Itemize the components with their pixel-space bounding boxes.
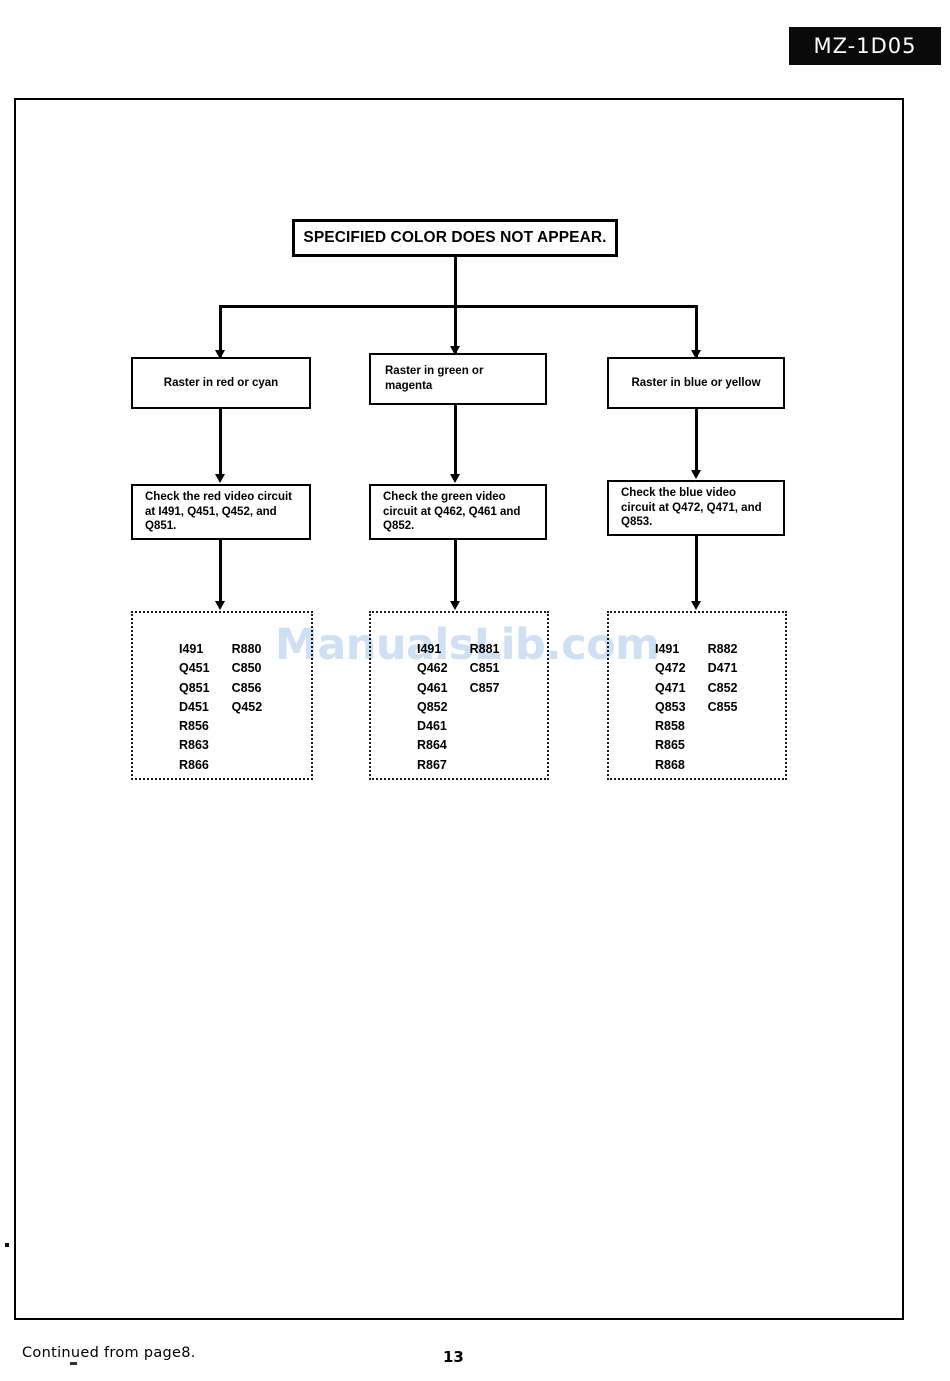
page-speck-secondary [70,1362,77,1365]
arrow-to-parts-right [691,601,701,610]
parts-list-item: Q452 [231,699,263,714]
parts-list-item: D471 [707,661,738,676]
parts-list-item: C857 [469,680,500,695]
watermark: ManualsLib.com [275,620,660,670]
connector-check-parts-middle [454,540,457,602]
parts-list-item: I491 [417,642,442,656]
parts-list-item: Q471 [655,680,686,695]
action-label-red: Check the red video circuit at I491, Q45… [145,490,292,533]
action-box-red: Check the red video circuit at I491, Q45… [131,484,311,540]
connector-cond-check-middle [454,405,457,475]
connector-check-parts-right [695,536,698,602]
parts-list-item: R881 [469,642,500,656]
parts-list-item: R882 [707,642,738,656]
arrow-to-check-middle [450,474,460,483]
parts-list-item: Q472 [655,661,686,676]
action-label-green: Check the green video circuit at Q462, Q… [383,490,521,533]
parts-list-item: Q451 [179,661,210,676]
parts-list-item: R880 [231,642,262,656]
page-speck [5,1243,9,1247]
parts-list-item: R867 [417,757,447,772]
parts-list-item: R858 [655,719,685,733]
condition-label-blue-yellow: Raster in blue or yellow [631,376,761,389]
parts-list-item: R865 [655,738,685,753]
page-border [14,98,904,1320]
footer-page-number: 13 [443,1348,464,1366]
connector-trunk [454,257,457,305]
parts-list-item: R863 [179,738,209,753]
parts-list-item: C852 [707,680,738,695]
parts-list-item: Q462 [417,661,448,676]
connector-check-parts-left [219,540,222,602]
parts-list-item: R866 [179,757,209,772]
flowchart-title-box: SPECIFIED COLOR DOES NOT APPEAR. [292,219,618,257]
parts-list-item: R864 [417,738,447,753]
parts-list-item: Q851 [179,680,210,695]
arrow-to-condition-left [215,350,225,359]
parts-list-item: Q853 [655,699,686,714]
parts-list-item: D451 [179,699,209,714]
model-number-badge: MZ-1D05 [789,27,941,65]
connector-drop-middle [454,305,457,353]
parts-list-item: Q461 [417,680,448,695]
condition-box-red-cyan: Raster in red or cyan [131,357,311,409]
connector-cond-check-left [219,409,222,475]
arrow-to-check-right [691,470,701,479]
parts-list-item: C850 [231,661,262,676]
parts-list-item: C851 [469,661,500,676]
parts-list-item: D461 [417,719,447,733]
connector-drop-right [695,305,698,357]
condition-label-green-magenta: Raster in green or magenta [385,365,484,392]
arrow-to-condition-middle [450,346,460,355]
connector-bus [219,305,697,308]
condition-box-blue-yellow: Raster in blue or yellow [607,357,785,409]
parts-list-item: C855 [707,699,738,714]
parts-list-item: R856 [179,719,209,733]
flowchart-title-text: SPECIFIED COLOR DOES NOT APPEAR. [303,229,607,247]
parts-list-item: R868 [655,757,685,772]
parts-list-item: Q852 [417,699,448,714]
parts-list-item: C856 [231,680,262,695]
action-label-blue: Check the blue video circuit at Q472, Q4… [621,486,762,529]
footer-continued-note: Continued from page8. [22,1345,196,1361]
condition-label-red-cyan: Raster in red or cyan [163,376,279,389]
arrow-to-condition-right [691,350,701,359]
connector-drop-left [219,305,222,357]
arrow-to-parts-middle [450,601,460,610]
action-box-green: Check the green video circuit at Q462, Q… [369,484,547,540]
arrow-to-check-left [215,474,225,483]
action-box-blue: Check the blue video circuit at Q472, Q4… [607,480,785,536]
condition-box-green-magenta: Raster in green or magenta [369,353,547,405]
parts-list-item: I491 [655,642,680,656]
connector-cond-check-right [695,409,698,471]
parts-list-item: I491 [179,642,204,656]
arrow-to-parts-left [215,601,225,610]
